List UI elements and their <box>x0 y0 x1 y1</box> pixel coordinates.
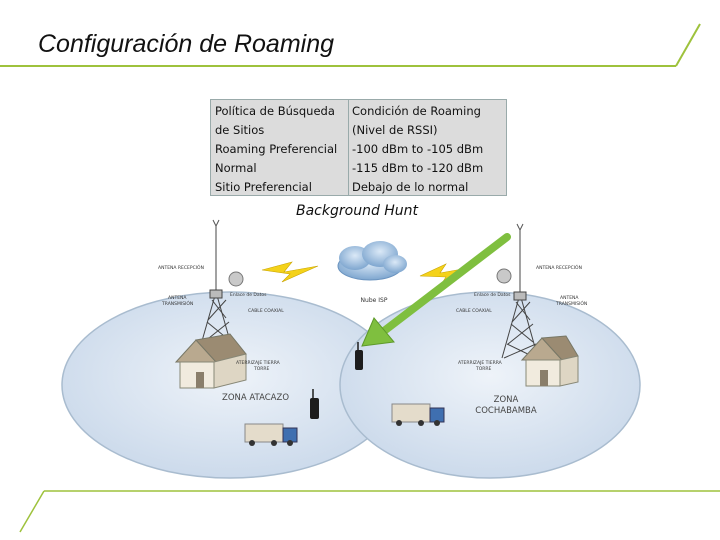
footer-line-slant <box>19 490 45 533</box>
right-ground-label: ATERRIZAJE TIERRA <box>458 360 503 366</box>
left-ground-label: ATERRIZAJE TIERRA <box>236 360 281 366</box>
tower-right-icon <box>501 230 539 359</box>
antenna-icon <box>212 219 220 227</box>
table-column-policy: Política de Búsqueda de Sitios Roaming P… <box>215 102 337 197</box>
right-data-link-label: Enlace de Datos <box>474 292 511 298</box>
table-cell: Condición de Roaming <box>352 104 481 118</box>
satellite-dish-icon <box>228 271 244 287</box>
title-underline-slant <box>675 23 701 67</box>
radio-handset-icon <box>310 389 319 419</box>
right-antenna-rx-label: ANTENA RECEPCIÓN <box>536 264 582 271</box>
equipment-shelter-right-icon <box>520 335 579 387</box>
left-data-link-label: Enlace de Datos <box>230 292 267 298</box>
table-cell: -100 dBm to -105 dBm <box>352 142 484 156</box>
table-divider <box>348 100 349 195</box>
zone-atacazo-label: ZONA ATACAZO <box>222 393 289 403</box>
right-cable-label: CABLE COAXIAL <box>456 308 492 314</box>
table-column-condition: Condición de Roaming (Nivel de RSSI) -10… <box>352 102 483 197</box>
right-antenna-tx-label: ANTENA <box>560 295 579 301</box>
table-cell: Política de Búsqueda <box>215 104 335 118</box>
right-ground-label-2: TORRE <box>475 366 492 372</box>
satellite-dish-icon <box>496 268 512 284</box>
isp-cloud-icon <box>337 241 407 281</box>
slide-title: Configuración de Roaming <box>38 30 335 58</box>
radio-handset-icon <box>355 342 363 370</box>
roaming-table: Política de Búsqueda de Sitios Roaming P… <box>210 99 507 196</box>
background-hunt-arrow <box>361 233 511 347</box>
table-cell: Normal <box>215 161 257 175</box>
left-cable-label: CABLE COAXIAL <box>248 308 284 314</box>
antenna-icon <box>516 223 524 231</box>
diagram-caption: Background Hunt <box>296 203 419 219</box>
left-antenna-rx-label: ANTENA RECEPCIÓN <box>158 264 204 271</box>
left-ground-label-2: TORRE <box>253 366 270 372</box>
zone-cochabamba-label-2: COCHABAMBA <box>475 406 537 416</box>
truck-icon <box>391 403 445 426</box>
left-antenna-tx-label: ANTENA <box>168 295 187 301</box>
table-cell: Sitio Preferencial <box>215 180 312 194</box>
right-antenna-tx-label-2: TRANSMISIÓN <box>555 300 587 307</box>
coverage-zone-right <box>339 291 641 479</box>
lightning-icon <box>261 261 319 283</box>
table-cell: de Sitios <box>215 123 265 137</box>
truck-icon <box>244 423 298 446</box>
equipment-shelter-left-icon <box>174 333 247 389</box>
zone-cochabamba-label: ZONA <box>494 395 519 405</box>
cloud-label: Nube ISP <box>361 297 388 304</box>
left-antenna-tx-label-2: TRANSMISIÓN <box>161 300 193 307</box>
table-cell: Roaming Preferencial <box>215 142 338 156</box>
table-cell: (Nivel de RSSI) <box>352 123 438 137</box>
table-cell: -115 dBm to -120 dBm <box>352 161 484 175</box>
table-cell: Debajo de lo normal <box>352 180 469 194</box>
